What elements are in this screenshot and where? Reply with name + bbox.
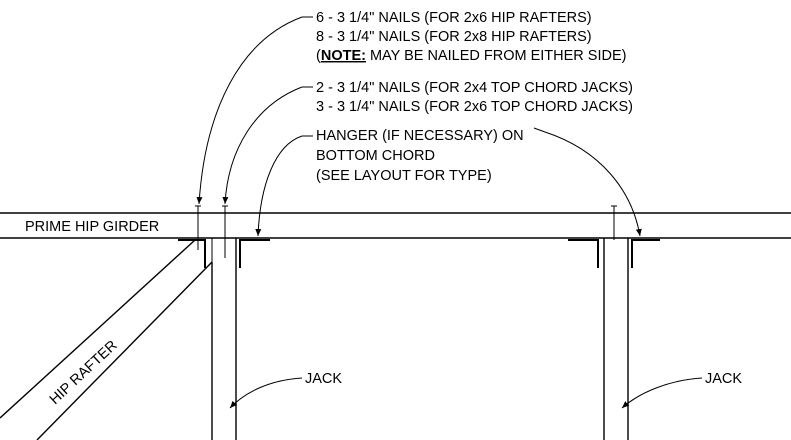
jack-right — [603, 238, 629, 440]
note-emphasis: NOTE: — [321, 48, 366, 64]
hip-nails-line-2: 8 - 3 1/4" NAILS (FOR 2x8 HIP RAFTERS) — [316, 29, 592, 45]
hanger-note: HANGER (IF NECESSARY) ON BOTTOM CHORD (S… — [316, 128, 524, 184]
prime-hip-girder — [0, 212, 791, 239]
leader-jack-left — [229, 377, 303, 409]
hanger-right — [568, 239, 660, 268]
hanger-line-3: (SEE LAYOUT FOR TYPE) — [316, 168, 492, 184]
leader-jack-nails — [222, 86, 313, 205]
girder-label: PRIME HIP GIRDER — [25, 219, 159, 235]
hanger-line-2: BOTTOM CHORD — [316, 148, 435, 164]
hanger-line-1: HANGER (IF NECESSARY) ON — [316, 128, 524, 144]
leader-hanger-left — [255, 135, 313, 237]
jack-nails-note: 2 - 3 1/4" NAILS (FOR 2x4 TOP CHORD JACK… — [316, 80, 633, 115]
jack-left-label: JACK — [305, 371, 342, 387]
jack-nails-line-2: 3 - 3 1/4" NAILS (FOR 2x6 TOP CHORD JACK… — [316, 99, 633, 115]
leader-hanger-right — [533, 127, 642, 237]
note-rest: MAY BE NAILED FROM EITHER SIDE) — [366, 48, 627, 64]
hanger-left — [178, 239, 270, 268]
jack-nails-line-1: 2 - 3 1/4" NAILS (FOR 2x4 TOP CHORD JACK… — [316, 80, 633, 96]
leader-jack-right — [621, 377, 703, 409]
hip-nails-note: 6 - 3 1/4" NAILS (FOR 2x6 HIP RAFTERS) 8… — [316, 10, 626, 64]
leader-hip-nails — [196, 16, 313, 205]
jack-left — [211, 238, 237, 440]
hip-nails-line-3: (NOTE: MAY BE NAILED FROM EITHER SIDE) — [316, 48, 626, 64]
hip-nails-line-1: 6 - 3 1/4" NAILS (FOR 2x6 HIP RAFTERS) — [316, 10, 592, 26]
nail-marks — [195, 205, 617, 258]
jack-right-label: JACK — [705, 371, 742, 387]
note-open-paren: ( — [316, 48, 321, 64]
hip-rafter — [0, 238, 213, 440]
hip-rafter-label: HIP RAFTER — [47, 338, 121, 408]
